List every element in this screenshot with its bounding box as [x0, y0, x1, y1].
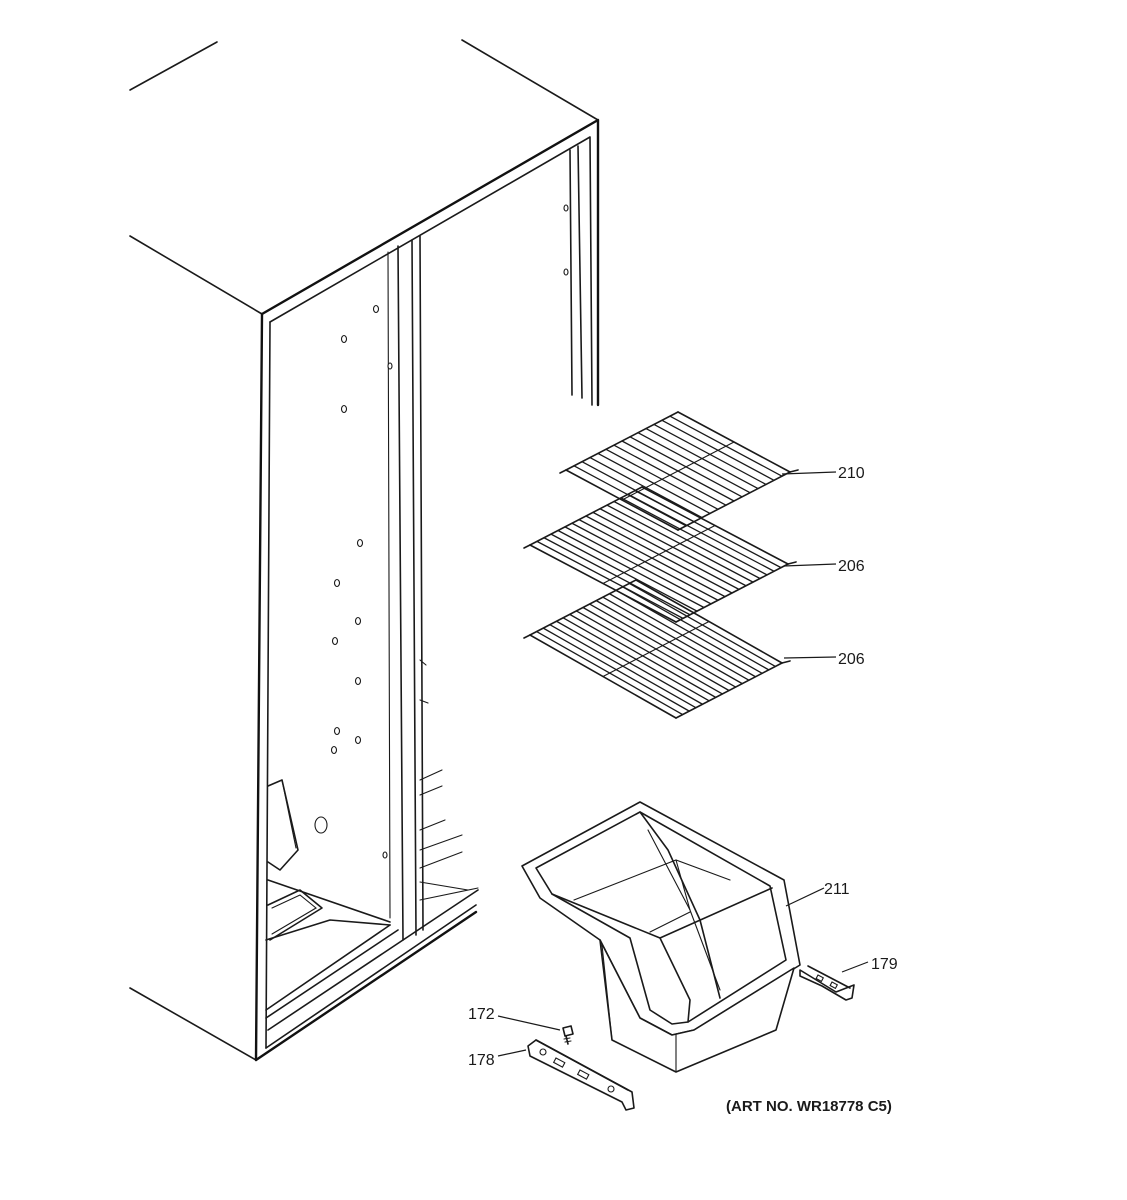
- callout-206-lower: 206: [838, 651, 865, 668]
- wire-shelf-bottom: [523, 579, 791, 719]
- refrigerator-cabinet: [129, 39, 600, 1062]
- wire-shelf-top: [559, 411, 799, 531]
- callout-178: 178: [468, 1052, 495, 1069]
- freezer-basket: [521, 801, 801, 1073]
- callout-172: 172: [468, 1006, 495, 1023]
- callout-179: 179: [871, 956, 898, 973]
- screw: [562, 1025, 574, 1045]
- art-number: (ART NO. WR18778 C5): [726, 1098, 892, 1115]
- callout-206-upper: 206: [838, 558, 865, 575]
- rail-left: [527, 1039, 635, 1111]
- wire-shelves: [523, 411, 799, 719]
- callout-210: 210: [838, 465, 865, 482]
- callout-211: 211: [824, 881, 850, 898]
- rail-right: [799, 965, 855, 1001]
- leader-lines: [497, 471, 869, 1057]
- wire-shelf-middle: [523, 486, 797, 623]
